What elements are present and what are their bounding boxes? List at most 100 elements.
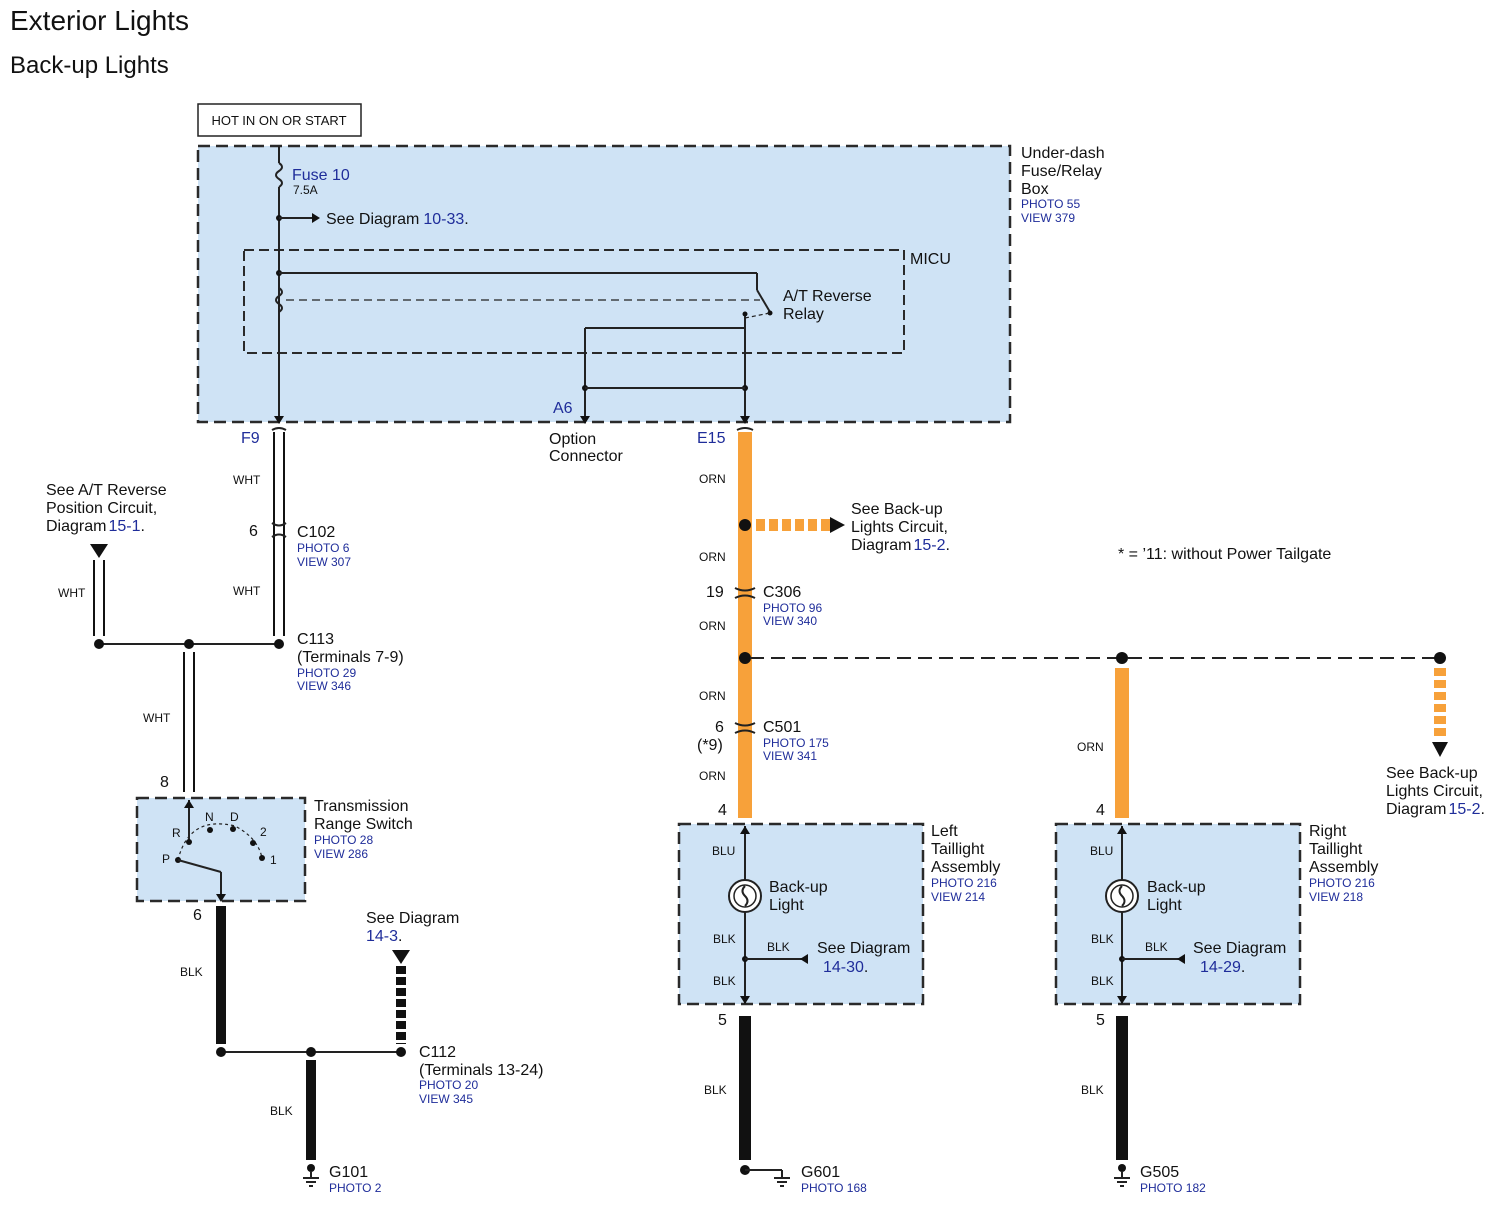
relay-switch-arm — [756, 289, 771, 313]
page-subtitle: Back-up Lights — [10, 52, 169, 79]
trs-pos-2: 2 — [260, 825, 267, 839]
c102-name: C102 — [297, 524, 335, 541]
left-tl-3: Assembly — [931, 859, 1000, 876]
g505-name: G505 — [1140, 1164, 1179, 1181]
c306-name: C306 — [763, 584, 801, 601]
c501-alt-pin: (*9) — [697, 737, 723, 754]
wire-label-orn-6: ORN — [1077, 740, 1104, 754]
see-10-33-link: 10-33 — [423, 211, 464, 228]
backup-right-1: See Back-up — [1386, 765, 1478, 782]
c102-pin: 6 — [249, 523, 258, 540]
c501-pin: 6 — [715, 719, 724, 736]
trs-view: VIEW 286 — [314, 847, 368, 861]
see-at-ref: 15-1 — [108, 518, 140, 535]
trs-photo: PHOTO 28 — [314, 833, 373, 847]
fuse-box-label-1: Under-dash — [1021, 145, 1105, 162]
wire-label-blk-4: BLK — [1081, 1083, 1104, 1097]
trs-pos-n: N — [205, 810, 214, 824]
right-wire-blk-1: BLK — [1091, 932, 1114, 946]
right-lamp-1: Back-up — [1147, 879, 1206, 896]
wire-label-orn-5: ORN — [699, 769, 726, 783]
arrow-down-icon — [1432, 742, 1448, 757]
option-connector-2: Connector — [549, 448, 623, 465]
c113-terminals: (Terminals 7-9) — [297, 649, 404, 666]
fuse-rating: 7.5A — [293, 183, 318, 197]
fuse-box-view: VIEW 379 — [1021, 211, 1075, 225]
arrow-right-icon — [312, 213, 320, 223]
arrow-down-icon — [392, 950, 410, 964]
c112-view: VIEW 345 — [419, 1092, 473, 1106]
trs-label-2: Range Switch — [314, 816, 413, 833]
left-taillight-assembly — [677, 822, 925, 1006]
g101-name: G101 — [329, 1164, 368, 1181]
right-wire-blk-3: BLK — [1091, 974, 1114, 988]
trs-pin-bottom: 6 — [193, 907, 202, 924]
c113-view: VIEW 346 — [297, 679, 351, 693]
micu-label: MICU — [910, 251, 951, 268]
backup-top-3: Diagram — [851, 537, 911, 554]
pin-f9: F9 — [241, 430, 260, 447]
backup-right-3: Diagram — [1386, 801, 1446, 818]
right-wire-blu: BLU — [1090, 844, 1113, 858]
left-tl-2: Taillight — [931, 841, 985, 858]
power-label-box — [197, 103, 362, 137]
trs-label-1: Transmission — [314, 798, 409, 815]
left-wire-blk-2: BLK — [767, 940, 790, 954]
c501-name: C501 — [763, 719, 801, 736]
backup-top-1: See Back-up — [851, 501, 943, 518]
see-at-1: See A/T Reverse — [46, 482, 167, 499]
g601-photo: PHOTO 168 — [801, 1181, 867, 1195]
fuse-name: Fuse 10 — [292, 167, 350, 184]
right-see: See Diagram — [1193, 940, 1286, 957]
left-tl-1: Left — [931, 823, 958, 840]
c113-name: C113 — [297, 631, 334, 648]
wire-label-orn-3: ORN — [699, 619, 726, 633]
right-tl-1: Right — [1309, 823, 1347, 840]
left-see-ref: 14-30 — [823, 959, 864, 976]
trs-pos-1: 1 — [270, 853, 277, 867]
right-tl-view: VIEW 218 — [1309, 890, 1363, 904]
arrow-right-icon — [830, 517, 845, 533]
relay-coil-icon — [275, 287, 283, 313]
wire-label-wht-3: WHT — [58, 586, 86, 600]
right-tl-3: Assembly — [1309, 859, 1378, 876]
ground-icon — [740, 1165, 790, 1187]
note: * = ’11: without Power Tailgate — [1118, 546, 1331, 563]
wire-label-orn-1: ORN — [699, 472, 726, 486]
svg-text:14-30.: 14-30. — [823, 959, 868, 976]
bulb-icon — [728, 879, 762, 913]
fuse-box-label-3: Box — [1021, 181, 1049, 198]
wire-label-orn-4: ORN — [699, 689, 726, 703]
option-connector-1: Option — [549, 431, 596, 448]
wire-label-wht-4: WHT — [143, 711, 171, 725]
right-taillight-assembly — [1054, 822, 1302, 1006]
right-lamp-2: Light — [1147, 897, 1182, 914]
bulb-icon — [1105, 879, 1139, 913]
svg-text:14-29.: 14-29. — [1200, 959, 1245, 976]
left-wire-blk-3: BLK — [713, 974, 736, 988]
wht-wire-f9-c113 — [271, 427, 287, 636]
arrow-down-icon — [90, 544, 108, 558]
wire-label-wht-2: WHT — [233, 584, 261, 598]
page-title: Exterior Lights — [10, 5, 189, 36]
see-14-3-text: See Diagram — [366, 910, 459, 927]
c102-photo: PHOTO 6 — [297, 541, 350, 555]
left-pin-top: 4 — [718, 802, 727, 819]
relay-label-2: Relay — [783, 306, 824, 323]
backup-top-2: Lights Circuit, — [851, 519, 948, 536]
right-tl-2: Taillight — [1309, 841, 1363, 858]
right-tl-photo: PHOTO 216 — [1309, 876, 1375, 890]
wire-label-blk-2: BLK — [270, 1104, 293, 1118]
see-diagram-text: See Diagram — [326, 211, 419, 228]
left-wire-blk-1: BLK — [713, 932, 736, 946]
right-wire-blk-2: BLK — [1145, 940, 1168, 954]
see-at-3: Diagram — [46, 518, 106, 535]
left-pin-bottom: 5 — [718, 1012, 727, 1029]
left-tl-photo: PHOTO 216 — [931, 876, 997, 890]
trs-pin-top: 8 — [160, 774, 169, 791]
c112-terminals: (Terminals 13-24) — [419, 1062, 543, 1079]
c113-photo: PHOTO 29 — [297, 666, 356, 680]
